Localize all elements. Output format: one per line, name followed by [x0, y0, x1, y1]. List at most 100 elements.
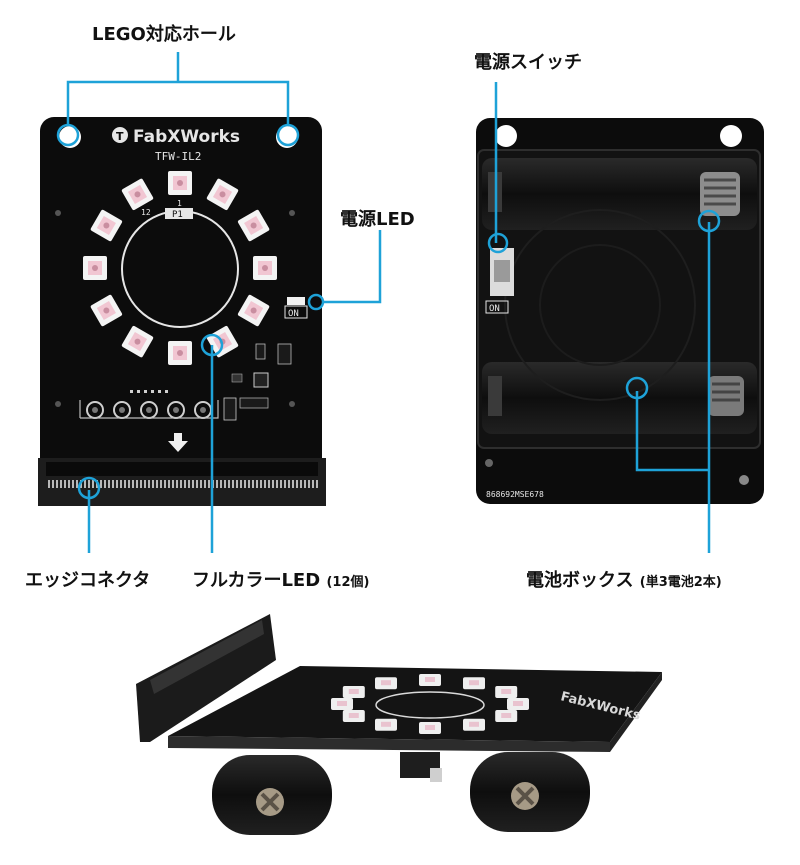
pad-marker: [137, 390, 140, 393]
connector-pin: [76, 480, 78, 488]
fullcolor-led-ring: [83, 171, 277, 365]
connector-pin: [132, 480, 134, 488]
connector-pin: [188, 480, 190, 488]
side-led: [375, 718, 397, 731]
lego-hole-back-right: [720, 125, 742, 147]
on-box-back: [485, 300, 509, 314]
connector-pin: [196, 480, 198, 488]
on-label-front: ON: [288, 309, 299, 319]
side-view-photo: FabXWorks: [136, 614, 662, 835]
connector-pin: [72, 480, 74, 488]
component: [223, 397, 237, 421]
connector-pin: [120, 480, 122, 488]
gpio-pads: [79, 390, 219, 419]
label-power-led: 電源LED: [340, 209, 415, 230]
connector-pin: [172, 480, 174, 488]
connector-pin: [200, 480, 202, 488]
connector-pin: [128, 480, 130, 488]
spring-contact: [708, 376, 744, 416]
connector-pin: [240, 480, 242, 488]
connector-pin: [244, 480, 246, 488]
callout-battery-box-branch: [635, 391, 709, 472]
connector-pin: [216, 480, 218, 488]
fullcolor-led: [168, 341, 192, 365]
power-switch-knob: [494, 260, 510, 282]
connector-pin: [232, 480, 234, 488]
on-box-front: [284, 305, 308, 319]
connector-pin: [160, 480, 162, 488]
connector-pin: [144, 480, 146, 488]
fullcolor-led: [168, 171, 192, 195]
label-battery-box-detail: (単3電池2本): [639, 575, 722, 590]
connector-pin: [176, 480, 178, 488]
pad-marker: [158, 390, 161, 393]
connector-pin: [252, 480, 254, 488]
battery-box-relief: [539, 244, 661, 366]
connector-pin: [56, 480, 58, 488]
via: [55, 401, 61, 407]
side-switch-knob: [430, 768, 442, 782]
pcb-side-edge: [610, 672, 662, 752]
connector-pin: [112, 480, 114, 488]
fullcolor-led: [121, 178, 154, 211]
pad-marker: [144, 390, 147, 393]
connector-pin: [292, 480, 294, 488]
connector-pin: [168, 480, 170, 488]
component: [231, 373, 243, 383]
connector-pin: [116, 480, 118, 488]
battery-slot-1: [482, 158, 757, 230]
on-label-back: ON: [489, 304, 500, 314]
connector-pin: [100, 480, 102, 488]
side-ring-outline: [375, 691, 485, 719]
side-led: [342, 686, 365, 698]
connector-pin: [228, 480, 230, 488]
p1-label: P1: [172, 210, 183, 220]
serial-number: 868692MSE678: [486, 490, 544, 499]
connector-pin: [224, 480, 226, 488]
connector-pin: [140, 480, 142, 488]
side-led-ring: [331, 674, 529, 734]
side-led: [331, 698, 353, 710]
svg-text:T: T: [116, 130, 124, 143]
side-led: [463, 718, 485, 731]
label-power-switch: 電源スイッチ: [474, 52, 582, 73]
fullcolor-led: [237, 209, 270, 242]
led-index-12: 12: [141, 208, 151, 217]
fullcolor-led: [206, 178, 239, 211]
fullcolor-led: [90, 294, 123, 327]
callout-power-led: [322, 230, 382, 304]
connector-pin: [236, 480, 238, 488]
fullcolor-led: [253, 256, 277, 280]
connector-pin: [296, 480, 298, 488]
connector-pin: [284, 480, 286, 488]
connector-pin: [276, 480, 278, 488]
via: [55, 210, 61, 216]
connector-pin: [312, 480, 314, 488]
spring-contact: [700, 172, 740, 216]
connector-pin: [148, 480, 150, 488]
edge-connector-slot: [46, 462, 318, 476]
component: [255, 343, 266, 360]
side-terminal-left: [256, 788, 284, 816]
connector-pin: [272, 480, 274, 488]
label-fullcolor-led-count: (12個): [326, 575, 370, 590]
connector-pin: [260, 480, 262, 488]
side-led: [419, 674, 441, 686]
side-terminal-right: [511, 782, 539, 810]
side-edge-connector-slot: [150, 620, 264, 694]
connector-pin: [264, 480, 266, 488]
component: [239, 397, 269, 409]
connector-pin: [180, 480, 182, 488]
side-led: [507, 698, 529, 710]
label-battery-box-text: 電池ボックス: [526, 570, 634, 591]
front-board: T FabXWorks TFW-IL2 1 12 P1 ON: [38, 117, 326, 506]
connector-pin: [48, 480, 50, 488]
connector-pin: [108, 480, 110, 488]
fullcolor-led: [83, 256, 107, 280]
connector-pin: [84, 480, 86, 488]
side-led: [495, 710, 518, 722]
connector-pin: [68, 480, 70, 488]
connector-pin: [192, 480, 194, 488]
